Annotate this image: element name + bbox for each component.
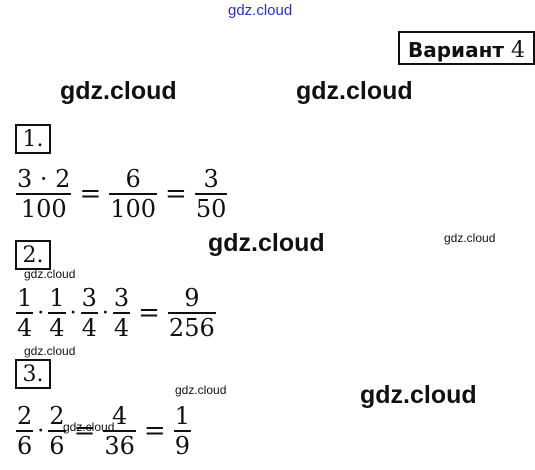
numerator: 3 <box>81 284 97 312</box>
equals-operator: = <box>138 298 160 328</box>
denominator: 256 <box>168 314 215 342</box>
watermark-small: gdz.cloud <box>24 267 76 281</box>
multiply-operator: · <box>37 300 45 326</box>
equals-operator: = <box>73 416 96 446</box>
denominator: 6 <box>49 432 65 460</box>
denominator: 9 <box>174 432 190 460</box>
variant-header: Вариант 4 <box>398 31 535 65</box>
numerator: 4 <box>111 402 128 430</box>
fraction-bar <box>112 312 131 314</box>
denominator: 4 <box>49 314 65 342</box>
fraction-bar <box>80 312 98 314</box>
fraction-bar <box>16 312 34 314</box>
numerator: 9 <box>184 284 200 312</box>
numerator: 3 <box>203 165 219 193</box>
denominator: 4 <box>81 314 97 342</box>
fraction-bar <box>173 430 191 432</box>
multiply-operator: · <box>101 300 109 326</box>
denominator: 100 <box>110 195 157 223</box>
fraction-bar <box>167 312 216 314</box>
watermark-large: gdz.cloud <box>60 77 177 105</box>
fraction-bar <box>48 430 66 432</box>
watermark-small: gdz.cloud <box>175 383 227 397</box>
equals-operator: = <box>143 416 166 446</box>
numerator: 3 <box>113 284 130 312</box>
watermark-small: gdz.cloud <box>24 344 76 358</box>
watermark-large: gdz.cloud <box>296 77 413 105</box>
variant-number: 4 <box>510 38 525 63</box>
numerator: 2 <box>49 402 65 430</box>
watermark-top: gdz.cloud <box>228 2 293 19</box>
fraction-bar <box>194 193 228 195</box>
task-number-2: 2. <box>15 240 51 270</box>
fraction-bar <box>16 430 34 432</box>
watermark-small: gdz.cloud <box>63 420 115 434</box>
watermark-small: gdz.cloud <box>444 231 496 245</box>
numerator: 3 · 2 <box>17 165 71 193</box>
task-number-1: 1. <box>15 124 51 154</box>
numerator: 1 <box>17 284 33 312</box>
watermark-large: gdz.cloud <box>360 381 477 409</box>
numerator: 1 <box>174 402 190 430</box>
fraction-bar <box>109 193 158 195</box>
fraction-bar <box>48 312 66 314</box>
multiply-operator: · <box>37 418 45 444</box>
denominator: 4 <box>113 314 130 342</box>
variant-word: Вариант <box>408 38 504 62</box>
denominator: 36 <box>104 432 135 460</box>
denominator: 50 <box>195 195 227 223</box>
fraction-bar <box>16 193 72 195</box>
fraction-bar <box>103 430 136 432</box>
numerator: 2 <box>17 402 33 430</box>
numerator: 6 <box>125 165 141 193</box>
multiply-operator: · <box>69 300 77 326</box>
denominator: 100 <box>20 195 67 223</box>
numerator: 1 <box>49 284 65 312</box>
denominator: 4 <box>17 314 33 342</box>
watermark-large: gdz.cloud <box>208 229 325 257</box>
equals-operator: = <box>79 179 102 209</box>
equals-operator: = <box>165 179 187 209</box>
task-number-3: 3. <box>15 359 51 389</box>
denominator: 6 <box>17 432 33 460</box>
